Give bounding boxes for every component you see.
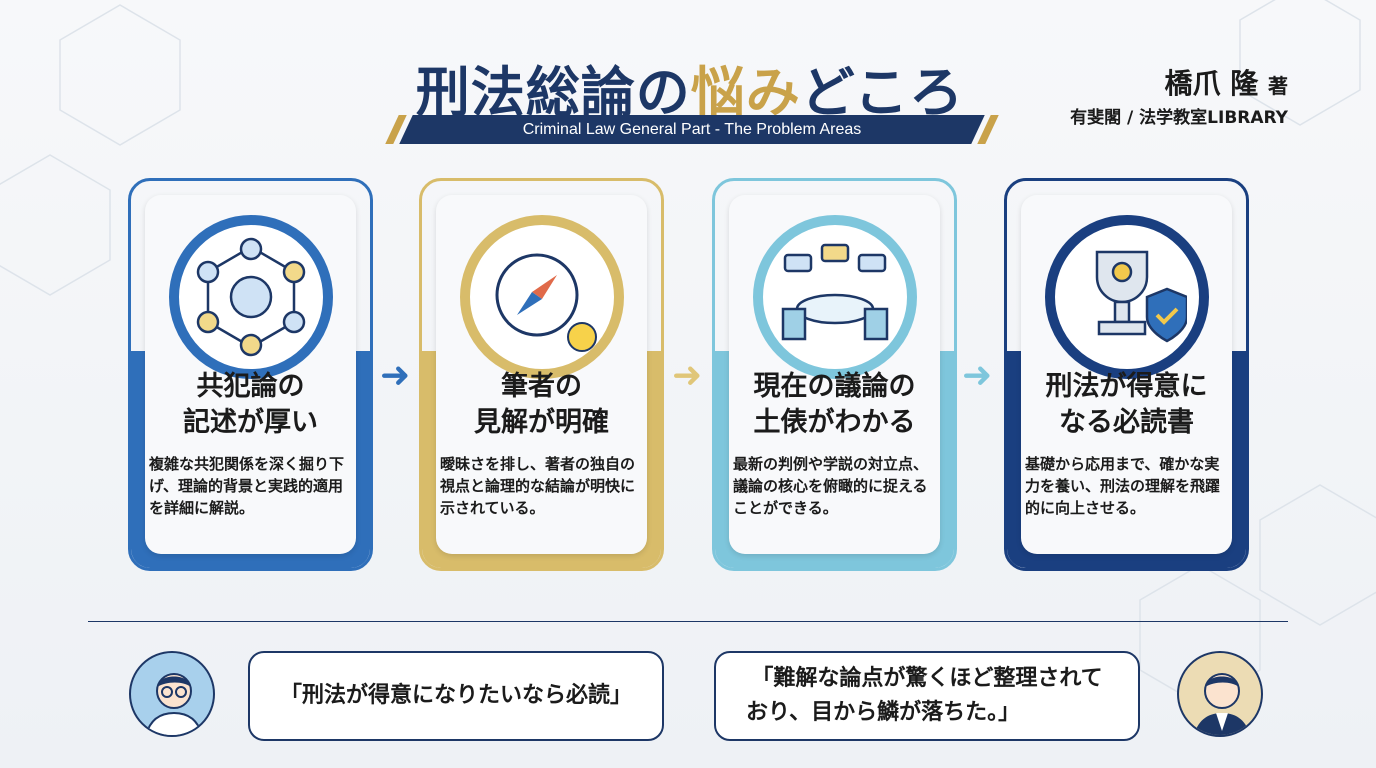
trophy-shield-icon [1044, 215, 1209, 379]
card-description: 基礎から応用まで、確かな実力を養い、刑法の理解を飛躍的に向上させる。 [1025, 455, 1221, 517]
testimonial-quote: 「刑法が得意になりたいなら必読」 [279, 683, 632, 708]
feature-card-4: 刑法が得意になる必読書 基礎から応用まで、確かな実力を養い、刑法の理解を飛躍的に… [1004, 178, 1249, 571]
reader-avatar-glasses-icon [129, 651, 215, 737]
title-part3: どころ [800, 61, 965, 124]
author-name: 橋爪 隆 [1164, 67, 1259, 100]
arrow-right-icon: ➜ [672, 355, 703, 396]
card-description: 最新の判例や学説の対立点、議論の核心を俯瞰的に捉えることができる。 [733, 455, 929, 517]
card-heading: 見解が明確 [474, 407, 609, 438]
publisher: 有斐閣 / 法学教室LIBRARY [1070, 108, 1288, 128]
card-heading: 現在の議論の [753, 371, 916, 402]
page-title: 刑法総論の悩みどころ [360, 48, 1020, 127]
testimonial-bubble-1: 「刑法が得意になりたいなら必読」 [248, 651, 664, 741]
reader-avatar-suit-icon [1177, 651, 1263, 737]
author: 橋爪 隆 著 [1165, 62, 1289, 102]
card-heading: なる必読書 [1059, 407, 1194, 438]
feature-card-1: 共犯論の記述が厚い 複雑な共犯関係を深く掘り下げ、理論的背景と実践的適用を詳細に… [128, 178, 373, 571]
arrow-right-icon: ➜ [380, 355, 411, 396]
card-heading: 共犯論の [196, 371, 305, 402]
network-people-icon [168, 215, 333, 379]
card-description: 複雑な共犯関係を深く掘り下げ、理論的背景と実践的適用を詳細に解説。 [149, 455, 345, 517]
divider [88, 621, 1288, 622]
compass-lightbulb-icon [459, 215, 624, 379]
arrow-right-icon: ➜ [962, 355, 993, 396]
title-highlight: 悩み [690, 61, 801, 124]
card-description: 曖昧さを排し、著者の独自の視点と論理的な結論が明快に示されている。 [440, 455, 636, 517]
testimonial-bubble-2: 「難解な論点が驚くほど整理されて おり、目から鱗が落ちた。」 [714, 651, 1140, 741]
feature-card-3: 現在の議論の土俵がわかる 最新の判例や学説の対立点、議論の核心を俯瞰的に捉えるこ… [712, 178, 957, 571]
author-suffix: 著 [1268, 74, 1288, 98]
card-heading: 土俵がわかる [753, 407, 916, 438]
debate-table-icon [752, 215, 917, 379]
title-part1: 刑法総論の [415, 61, 691, 124]
feature-card-2: 筆者の見解が明確 曖昧さを排し、著者の独自の視点と論理的な結論が明快に示されてい… [419, 178, 664, 571]
testimonial-quote: おり、目から鱗が落ちた。」 [746, 700, 1021, 725]
card-heading: 筆者の [501, 371, 582, 402]
subtitle: Criminal Law General Part - The Problem … [522, 121, 862, 138]
card-heading: 記述が厚い [183, 407, 318, 438]
card-heading: 刑法が得意に [1045, 371, 1208, 402]
testimonial-quote: 「難解な論点が驚くほど整理されて [751, 666, 1103, 691]
subtitle-banner: Criminal Law General Part - The Problem … [385, 115, 999, 144]
